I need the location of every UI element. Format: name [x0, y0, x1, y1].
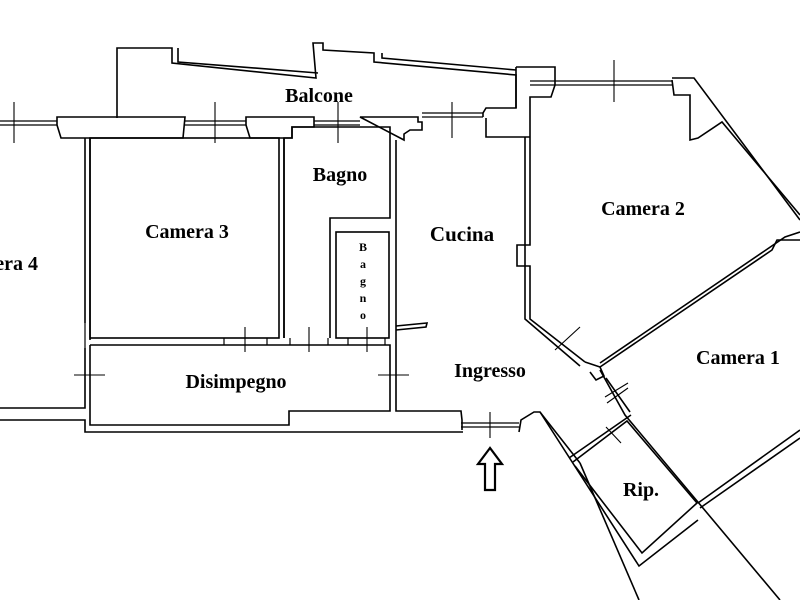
vertical-label-letter: a	[360, 257, 366, 271]
room-label-cucina: Cucina	[430, 222, 495, 246]
entrance-arrow	[475, 446, 505, 492]
cucina-ingresso-walls	[395, 137, 586, 464]
camera-1-walls	[584, 361, 800, 600]
vertical-label-letter: o	[360, 308, 366, 322]
camera-1-door	[604, 382, 629, 398]
disimpegno-walls	[89, 327, 409, 426]
room-label-disimpegno: Disimpegno	[185, 371, 286, 393]
room-label-camera-1: Camera 1	[696, 347, 780, 369]
ripostiglio-walls	[539, 411, 699, 600]
vertical-label-letter: B	[359, 240, 367, 254]
room-label-ingresso: Ingresso	[454, 360, 526, 382]
room-label-balcone: Balcone	[285, 85, 353, 107]
room-label-camera-3: Camera 3	[145, 221, 229, 243]
room-label-camera-2: Camera 2	[601, 198, 685, 220]
top-wall-left	[0, 67, 530, 143]
vertical-label-letter: n	[360, 291, 367, 305]
room-label-camera-4: Camera 4	[0, 253, 38, 275]
camera-2-walls	[516, 60, 800, 368]
room-label-bagno: Bagno	[313, 164, 367, 186]
bagno-walls	[283, 126, 397, 339]
vertical-label-letter: g	[360, 274, 366, 288]
balcony-walls	[116, 42, 517, 118]
room-label-ripostiglio: Rip.	[623, 479, 659, 501]
